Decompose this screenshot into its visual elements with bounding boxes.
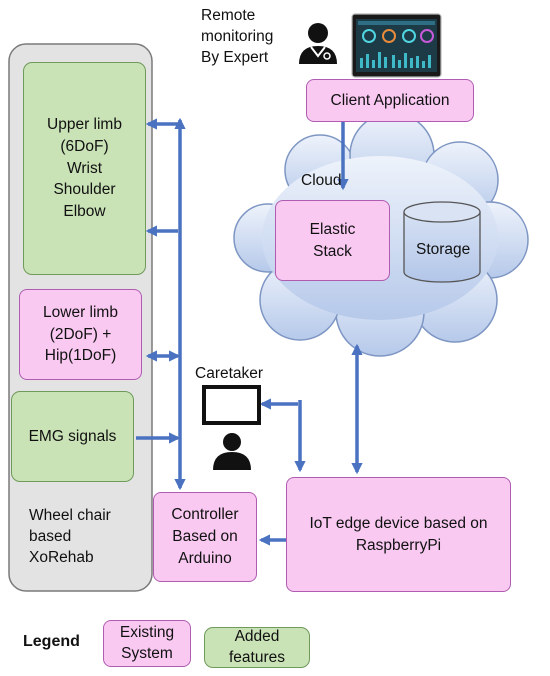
emg-signals-box: EMG signals (11, 391, 134, 482)
upper-limb-box: Upper limb (6DoF) Wrist Shoulder Elbow (23, 62, 146, 275)
wheelchair-label: Wheel chair based XoRehab (29, 507, 111, 566)
monitor-icon (202, 385, 261, 425)
dashboard-tablet-icon (351, 13, 442, 78)
controller-box: Controller Based on Arduino (153, 492, 257, 582)
legend-existing-swatch: Existing System (103, 620, 191, 667)
elastic-stack-box: Elastic Stack (275, 200, 390, 281)
client-application-box: Client Application (306, 79, 474, 122)
legend-added-swatch: Added features (204, 627, 310, 668)
legend-title: Legend (23, 633, 80, 650)
iot-edge-device-box: IoT edge device based on RaspberryPi (286, 477, 511, 592)
storage-cylinder (403, 201, 481, 283)
person-icon (213, 433, 251, 470)
lower-limb-box: Lower limb (2DoF) + Hip(1DoF) (19, 289, 142, 380)
cloud-label: Cloud (301, 172, 342, 189)
doctor-icon (299, 23, 337, 64)
storage-label: Storage (416, 241, 471, 258)
caretaker-label: Caretaker (195, 365, 264, 382)
remote-monitoring-label: Remote monitoring By Expert (201, 7, 274, 66)
